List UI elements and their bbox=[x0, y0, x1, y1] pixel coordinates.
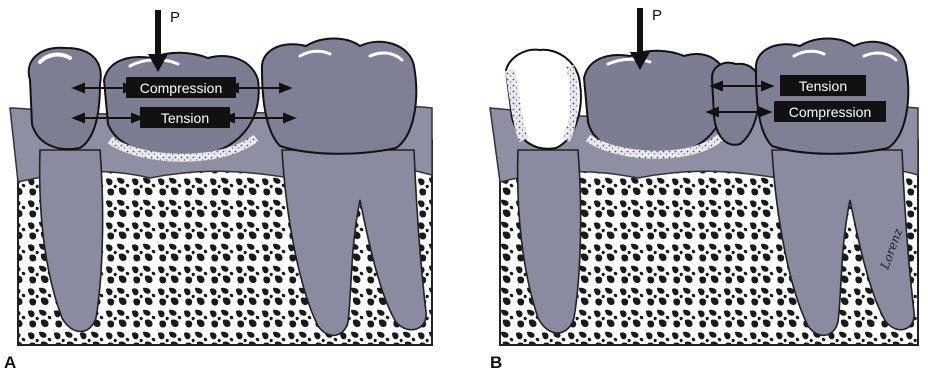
diagram-b: P Tension Compression Lorenz B bbox=[488, 0, 928, 374]
compression-label: Compression bbox=[140, 80, 222, 96]
tension-label: Tension bbox=[161, 110, 209, 126]
crown-molar bbox=[756, 39, 908, 154]
compression-label: Compression bbox=[789, 104, 871, 120]
panel-label-b: B bbox=[490, 353, 502, 372]
panel-label-a: A bbox=[4, 353, 16, 372]
panel-b: P Tension Compression Lorenz B bbox=[488, 0, 928, 374]
crown-pontic bbox=[104, 53, 259, 157]
crown-pontic bbox=[584, 51, 727, 155]
force-label: P bbox=[652, 7, 662, 24]
tension-label: Tension bbox=[799, 78, 847, 94]
force-label: P bbox=[170, 9, 180, 26]
panel-a: P Compression Tension A bbox=[0, 0, 440, 374]
diagram-a: P Compression Tension A bbox=[0, 0, 440, 374]
